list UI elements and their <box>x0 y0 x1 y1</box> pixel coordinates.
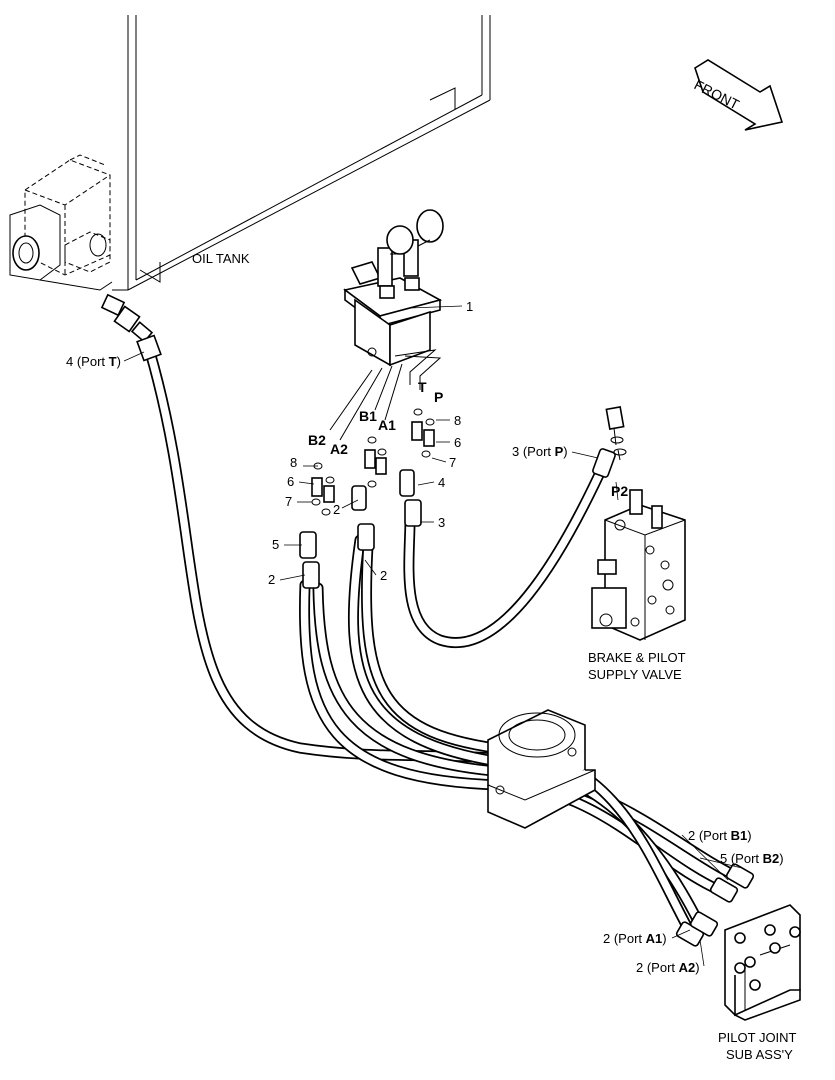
part-number-7b: 7 <box>449 455 456 470</box>
tank-elbow-fitting <box>100 293 162 362</box>
hose-bundle <box>144 346 746 938</box>
port-leader-lines <box>329 349 442 441</box>
callout-port-b1: 2 (Port B1) <box>688 828 752 843</box>
callout-port-t: 4 (Port T) <box>66 354 121 369</box>
pilot-joint-sub-assembly <box>675 863 801 1021</box>
pilot-joint-label-2: SUB ASS'Y <box>726 1047 793 1062</box>
oil-tank-label: OIL TANK <box>192 251 250 266</box>
callout-port-p: 3 (Port P) <box>512 444 568 459</box>
oil-tank <box>112 15 491 291</box>
brake-valve-label-2: SUPPLY VALVE <box>588 667 682 682</box>
brake-pilot-supply-valve <box>591 406 686 641</box>
part-number-1: 1 <box>466 299 473 314</box>
callout-port-b2: 5 (Port B2) <box>720 851 784 866</box>
brake-valve-label-1: BRAKE & PILOT <box>588 650 686 665</box>
part-number-5: 5 <box>272 537 279 552</box>
part-number-8a: 8 <box>290 455 297 470</box>
part-number-8b: 8 <box>454 413 461 428</box>
port-label-b2: B2 <box>308 432 326 448</box>
callout-port-a2: 2 (Port A2) <box>636 960 700 975</box>
part-number-2c: 2 <box>380 568 387 583</box>
port-label-p: P <box>434 389 443 405</box>
labels: 1 4 (Port T) 3 (Port P) B2 A2 B1 A1 T P … <box>66 299 797 1062</box>
part-number-2b: 2 <box>333 502 340 517</box>
part-number-2a: 2 <box>268 572 275 587</box>
callout-port-a1: 2 (Port A1) <box>603 931 667 946</box>
part-number-6a: 6 <box>287 474 294 489</box>
pilot-joint-label-1: PILOT JOINT <box>718 1030 797 1045</box>
port-label-a2: A2 <box>330 441 348 457</box>
part-number-6b: 6 <box>454 435 461 450</box>
hose-end-fittings <box>299 448 616 589</box>
port-label-t: T <box>418 379 427 395</box>
port-label-a1: A1 <box>378 417 396 433</box>
part-number-3: 3 <box>438 515 445 530</box>
pilot-valve-assembly <box>343 209 444 367</box>
port-label-b1: B1 <box>359 408 377 424</box>
fittings-and-orings <box>311 408 435 516</box>
hose-clamp-bracket <box>487 709 596 829</box>
p2-label: P2 <box>611 483 628 499</box>
front-arrow-icon: FRONT <box>692 59 784 131</box>
part-number-7a: 7 <box>285 494 292 509</box>
tank-fitting-block <box>9 154 113 291</box>
callout-leaders <box>123 305 743 967</box>
part-number-4: 4 <box>438 475 445 490</box>
